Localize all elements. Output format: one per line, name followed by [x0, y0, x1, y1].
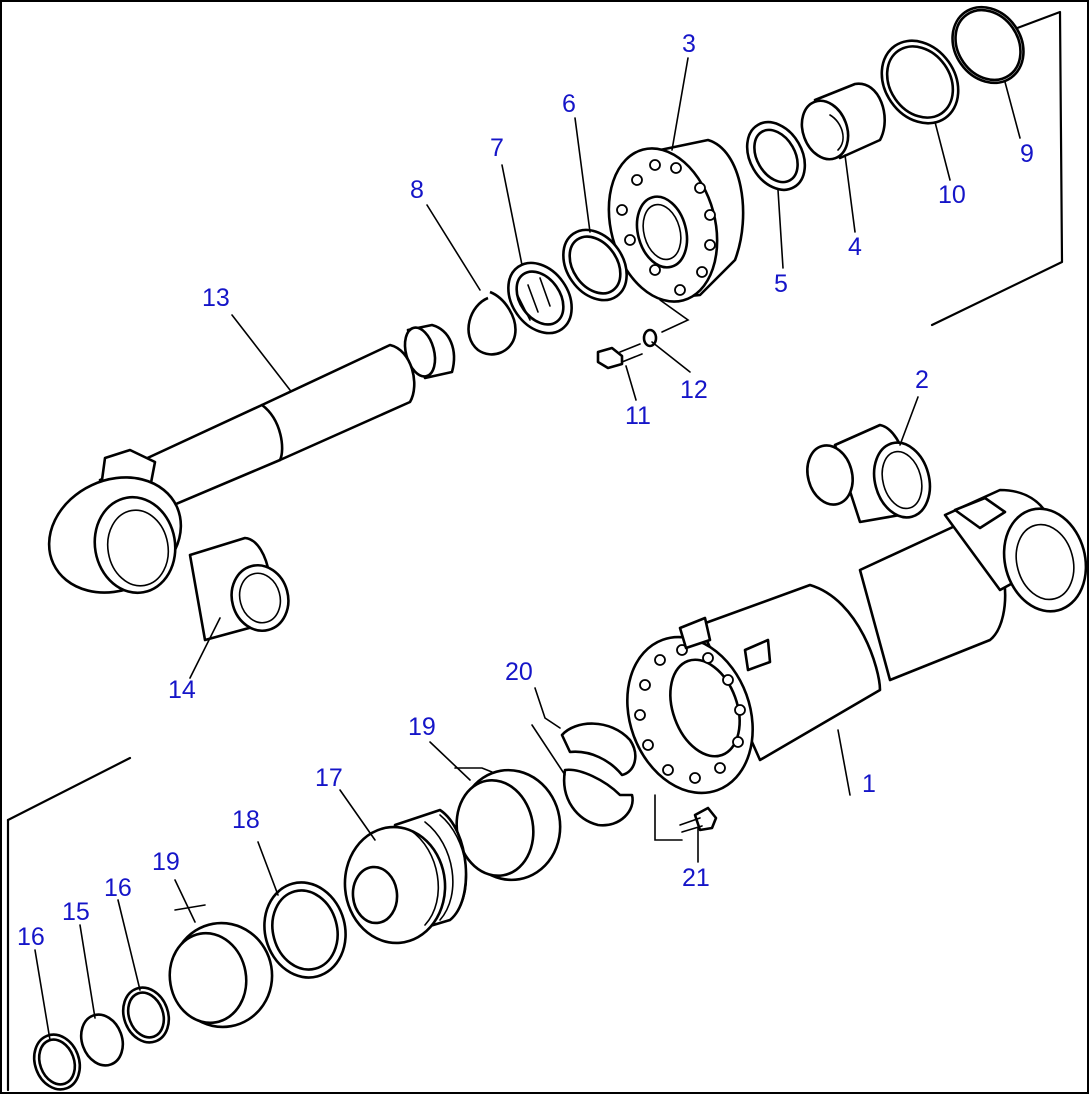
- callout-6: 6: [562, 90, 576, 118]
- callout-1: 1: [862, 770, 876, 798]
- callout-2: 2: [915, 366, 929, 394]
- part-16-ring-left: [32, 1033, 82, 1091]
- callout-21: 21: [682, 864, 710, 892]
- callout-5: 5: [774, 270, 788, 298]
- part-10-backup-ring: [880, 39, 960, 125]
- part-18-piston-ring: [263, 881, 347, 979]
- part-8-snap-ring: [467, 290, 517, 356]
- part-21-bolt: [679, 806, 718, 833]
- callout-17: 17: [315, 764, 343, 792]
- part-5-seal: [745, 120, 807, 192]
- callout-14: 14: [168, 676, 196, 704]
- part-15-ring: [79, 1013, 125, 1067]
- part-14-bushing: [188, 536, 290, 642]
- part-7-bearing: [507, 261, 573, 335]
- callout-16-right: 16: [104, 874, 132, 902]
- callout-12: 12: [680, 376, 708, 404]
- callout-10: 10: [938, 181, 966, 209]
- part-6-ring: [562, 228, 628, 302]
- callout-13: 13: [202, 284, 230, 312]
- callout-labels: 1 2 3 4 5 6 7 8 9 10 11 12 13 14 15 16 1…: [17, 30, 1034, 951]
- callout-20: 20: [505, 658, 533, 686]
- callout-11: 11: [625, 402, 651, 430]
- callout-4: 4: [848, 233, 862, 261]
- flange-bolt-holes: [616, 159, 716, 296]
- part-2-bushing: [806, 423, 932, 524]
- callout-19-lower: 19: [152, 848, 180, 876]
- part-19-wear-ring-lower: [168, 921, 274, 1029]
- part-16-ring-right: [121, 986, 171, 1044]
- part-19-wear-ring-upper: [455, 768, 562, 882]
- part-9-o-ring: [951, 5, 1025, 85]
- part-20-split-ring: [560, 722, 637, 827]
- callout-7: 7: [490, 134, 504, 162]
- callout-8: 8: [410, 176, 424, 204]
- callout-18: 18: [232, 806, 260, 834]
- callout-3: 3: [682, 30, 696, 58]
- leader-lines: [34, 57, 1021, 1041]
- plane-lines: [6, 10, 1064, 1092]
- part-11-bolt: [596, 343, 643, 370]
- part-4-bushing: [800, 82, 886, 161]
- part-13-piston-rod: [47, 323, 456, 595]
- part-3-cylinder-head: [607, 138, 745, 303]
- part-17-piston: [343, 808, 468, 945]
- callout-9: 9: [1020, 140, 1034, 168]
- callout-19-upper: 19: [408, 713, 436, 741]
- callout-15: 15: [62, 898, 90, 926]
- part-1-cylinder-tube: [626, 488, 1088, 795]
- callout-16-left: 16: [17, 923, 45, 951]
